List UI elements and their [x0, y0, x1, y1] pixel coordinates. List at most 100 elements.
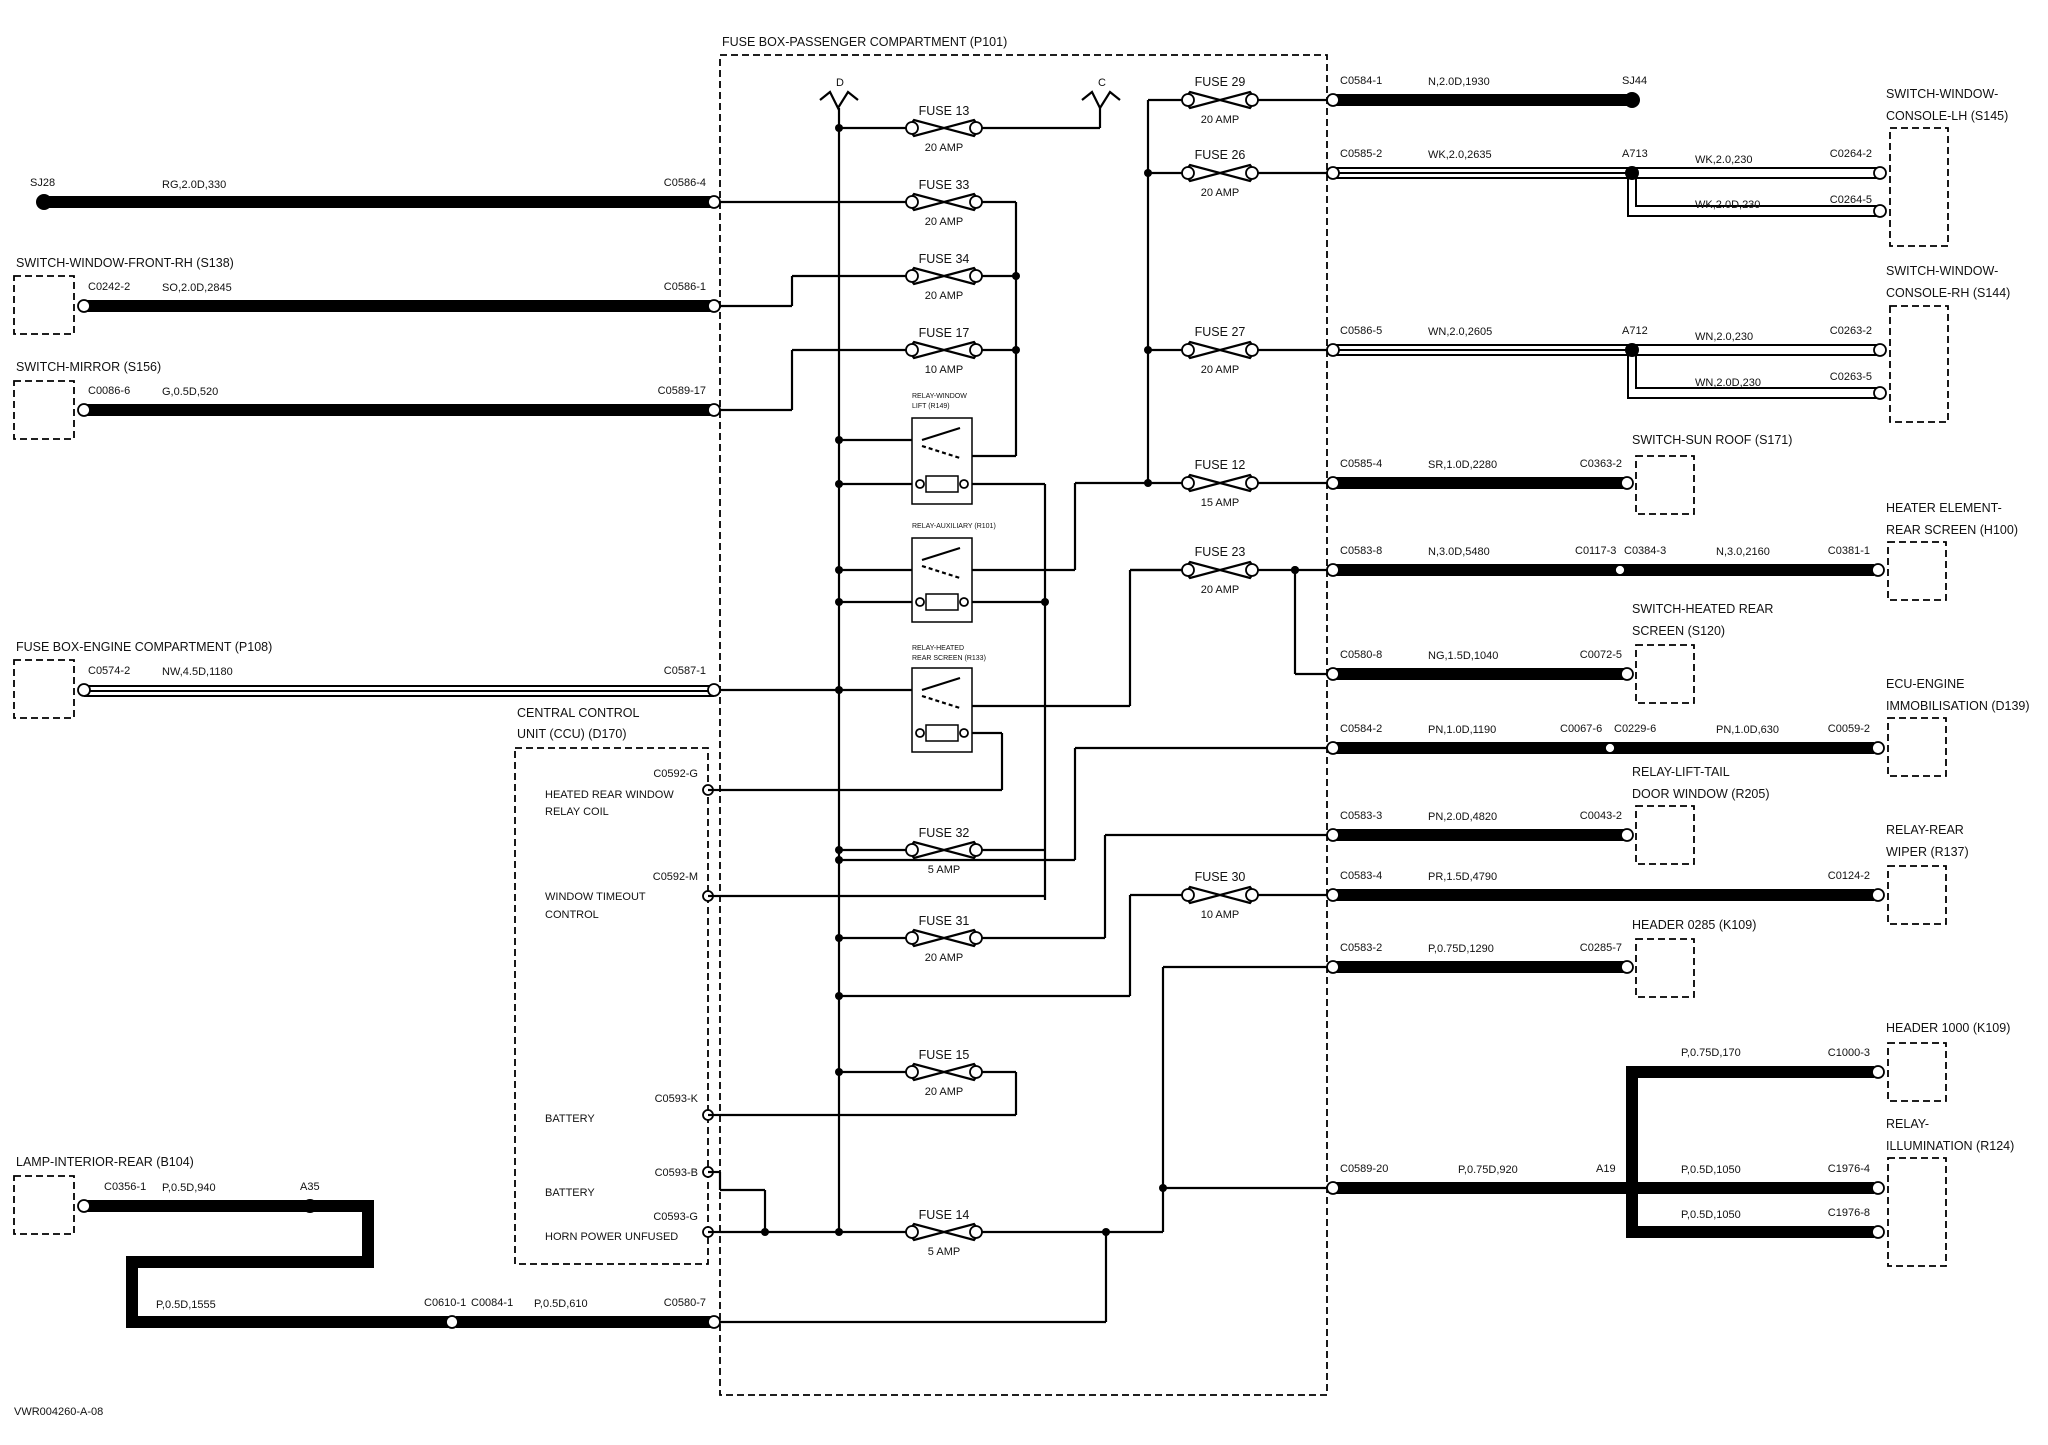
diagram-circle: [835, 1068, 843, 1076]
diagram-line: [921, 546, 961, 562]
diagram-circle: [1245, 93, 1259, 107]
diagram-circle: [77, 299, 91, 313]
right-r11-conn-b: C1000-3: [1828, 1047, 1870, 1059]
fuse-26-rating: 20 AMP: [1201, 187, 1240, 199]
diagram-circle: [1326, 93, 1340, 107]
right-r3-wire-b: WN,2.0,230: [1695, 331, 1753, 343]
fuse-33-name: FUSE 33: [919, 178, 970, 192]
relay-heated-title-1: RELAY-HEATED: [912, 645, 964, 652]
sj28-wire: RG,2.0D,330: [162, 179, 226, 191]
diagram-circle: [835, 992, 843, 1000]
right-r8-conn: C0583-3: [1340, 810, 1382, 822]
left-fuse-box-engine-conn-b: C0587-1: [664, 665, 706, 677]
diagram-circle: [969, 1225, 983, 1239]
right-r8-conn-b: C0043-2: [1580, 810, 1622, 822]
right-r5-wire-b: N,3.0,2160: [1716, 546, 1770, 558]
right-r4-conn: C0585-4: [1340, 458, 1382, 470]
diagram-circle: [1871, 1181, 1885, 1195]
diagram-circle: [1181, 563, 1195, 577]
diagram-circle: [835, 846, 843, 854]
left-fuse-box-engine-wire: NW,4.5D,1180: [162, 666, 233, 678]
fuse-29: FUSE 29 20 AMP: [1181, 75, 1259, 126]
fuse-12: FUSE 12 15 AMP: [1181, 458, 1259, 509]
diagram-circle: [835, 856, 843, 864]
diagram-path: [1635, 355, 1878, 389]
relay-window-lift-title-2: LIFT (R149): [912, 403, 950, 410]
fuse-27: FUSE 27 20 AMP: [1181, 325, 1259, 376]
right-r4-conn-b: C0363-2: [1580, 458, 1622, 470]
right-r2-wire-c: WK,2.0D,230: [1695, 199, 1760, 211]
diagram-circle: [1012, 346, 1020, 354]
right-r2-title-2: CONSOLE-LH (S145): [1886, 109, 2008, 123]
fuse-31-name: FUSE 31: [919, 914, 970, 928]
right-r3-conn-b: C0263-2: [1830, 325, 1872, 337]
diagram-circle: [1620, 667, 1634, 681]
right-r7-conn-b: C0067-6: [1560, 723, 1602, 735]
right-r7-conn-d: C0059-2: [1828, 723, 1870, 735]
diagram-line: [921, 426, 961, 442]
diagram-circle: [1041, 598, 1049, 606]
diagram-rect: [925, 475, 959, 493]
diagram-circle: [969, 931, 983, 945]
diagram-circle: [1620, 476, 1634, 490]
diagram-circle: [1181, 476, 1195, 490]
right-r2-wire: WK,2.0,2635: [1428, 149, 1492, 161]
sj28-splice: [36, 194, 52, 210]
right-r11-relay-title-2: ILLUMINATION (R124): [1886, 1139, 2014, 1153]
right-r9-title-1: RELAY-REAR: [1886, 823, 1964, 837]
diagram-circle: [445, 1315, 459, 1329]
diagram-circle: [1181, 888, 1195, 902]
right-r1-end: SJ44: [1622, 75, 1647, 87]
diagram-rect: [1887, 717, 1947, 777]
right-r7-wire-b: PN,1.0D,630: [1716, 724, 1779, 736]
diagram-circle: [1012, 272, 1020, 280]
diagram-circle: [905, 1225, 919, 1239]
fuse-12-name: FUSE 12: [1195, 458, 1246, 472]
diagram-circle: [835, 436, 843, 444]
right-r6-title-2: SCREEN (S120): [1632, 624, 1725, 638]
relay-auxiliary-title-1: RELAY-AUXILIARY (R101): [912, 523, 996, 530]
fuse-14-name: FUSE 14: [919, 1208, 970, 1222]
fuse-26: FUSE 26 20 AMP: [1181, 148, 1259, 199]
diagram-circle: [1871, 563, 1885, 577]
fuse-23-rating: 20 AMP: [1201, 584, 1240, 596]
fuse-30: FUSE 30 10 AMP: [1181, 870, 1259, 921]
right-r4-wire: SR,1.0D,2280: [1428, 459, 1497, 471]
right-side: C0584-1 N,2.0D,1930 SJ44 C0585-2 WK,2.0,…: [1326, 75, 2030, 1267]
fuse-31-rating: 20 AMP: [925, 952, 964, 964]
right-r3-conn-c: C0263-5: [1830, 371, 1872, 383]
right-r5-conn-b: C0117-3: [1575, 545, 1616, 557]
right-r8-wire: PN,2.0D,4820: [1428, 811, 1497, 823]
diagram-circle: [1326, 741, 1340, 755]
diagram-circle: [1181, 343, 1195, 357]
diagram-circle: [835, 1228, 843, 1236]
diagram-rect: [1889, 305, 1949, 423]
lamp-interior-rear-box: [13, 1175, 75, 1235]
lamp-interior-rear-title: LAMP-INTERIOR-REAR (B104): [16, 1155, 194, 1169]
diagram-rect: [925, 593, 959, 611]
right-r11-splice: A19: [1596, 1163, 1616, 1175]
diagram-circle: [77, 683, 91, 697]
fuse-13-rating: 20 AMP: [925, 142, 964, 154]
ccu-pin-4-label-1: BATTERY: [545, 1187, 595, 1199]
diagram-circle: [1245, 476, 1259, 490]
fuse-box-passenger: FUSE BOX-PASSENGER COMPARTMENT (P101): [719, 35, 1328, 1396]
right-r5-title-2: REAR SCREEN (H100): [1886, 523, 2018, 537]
right-r2-conn: C0585-2: [1340, 148, 1382, 160]
diagram-circle: [835, 124, 843, 132]
diagram-circle: [1326, 960, 1340, 974]
diagram-circle: [1326, 563, 1340, 577]
diagram-circle: [1245, 343, 1259, 357]
switch-mirror-box: [13, 380, 75, 440]
diagram-circle: [915, 728, 925, 738]
diagram-circle: [1245, 563, 1259, 577]
left-lamp-interior-rear-conn-d: C0084-1: [471, 1297, 513, 1309]
right-r10-conn-b: C0285-7: [1580, 942, 1622, 954]
diagram-path: [1635, 178, 1878, 207]
right-r2-conn-c: C0264-5: [1830, 194, 1872, 206]
diagram-circle: [1871, 1225, 1885, 1239]
right-r2-wire-b: WK,2.0,230: [1695, 154, 1752, 166]
right-r3-title-1: SWITCH-WINDOW-: [1886, 264, 1998, 278]
diagram-circle: [707, 1315, 721, 1329]
